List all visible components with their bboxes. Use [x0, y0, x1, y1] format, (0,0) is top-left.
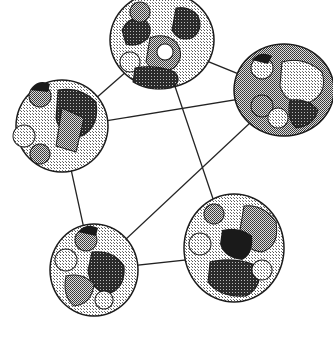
group-left: [13, 80, 108, 172]
group-bottom-right: [184, 194, 284, 302]
group-top: [110, 0, 214, 89]
group-right: [234, 44, 333, 136]
group-bottom-left: [50, 224, 138, 316]
